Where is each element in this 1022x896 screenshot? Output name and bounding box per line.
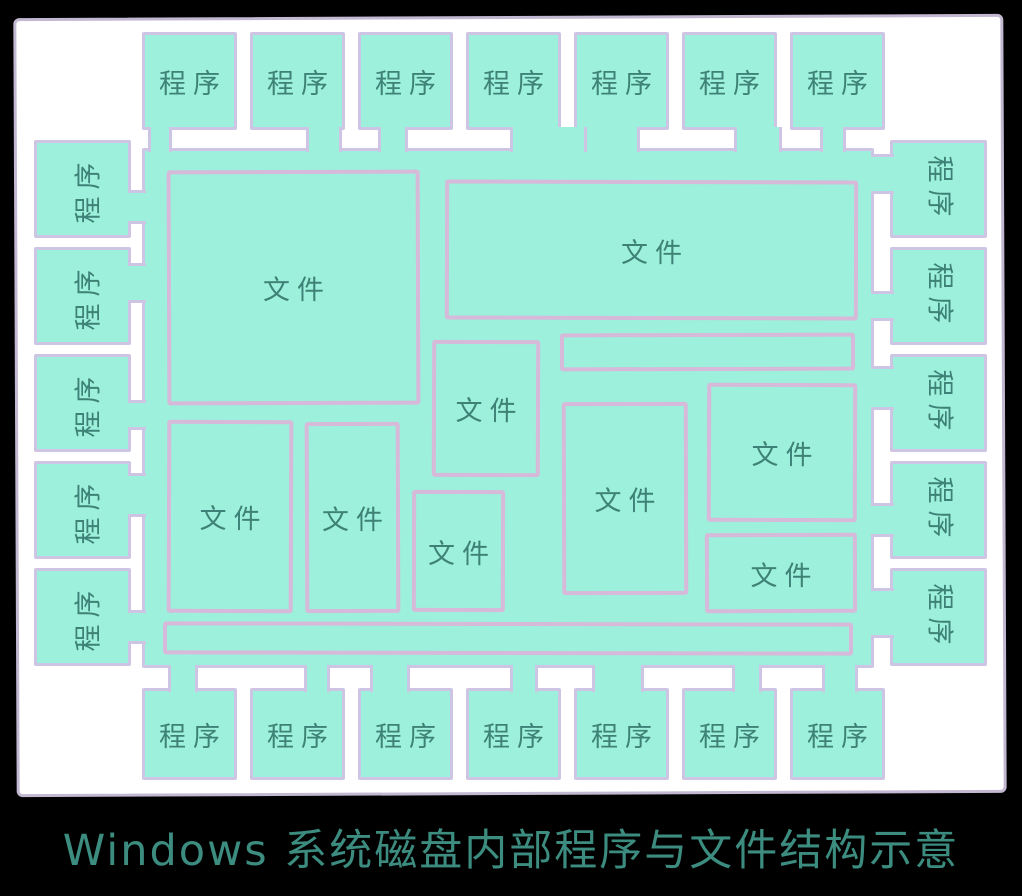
program-box: 程序 [142,688,237,780]
connector-tab [306,127,342,152]
connector-tab [871,291,894,321]
program-box: 程序 [890,140,987,238]
program-box-label: 程序 [73,155,105,223]
connector-tab [871,366,894,410]
file-box-label: 文件 [751,439,820,472]
program-box-label: 程序 [73,583,105,651]
program-box-label: 程序 [375,68,443,100]
program-box: 程序 [34,354,131,452]
program-box: 程序 [574,32,669,130]
file-box: 文件 [304,421,401,614]
program-box: 程序 [358,688,453,780]
program-box-label: 程序 [923,583,955,651]
connector-tab [871,154,894,194]
connector-tab [370,665,410,692]
file-box: 文件 [706,382,858,523]
program-box: 程序 [250,32,345,130]
file-box-label: 文件 [750,560,819,592]
program-box: 程序 [34,247,131,345]
file-box: 文件 [166,419,294,614]
connector-tab [820,127,846,152]
program-box: 程序 [890,461,987,559]
connector-tab [584,127,640,152]
program-box: 程序 [34,461,131,559]
program-box-label: 程序 [159,721,227,753]
connector-tab [732,665,762,692]
program-box: 程序 [682,688,777,780]
connector-tab [304,665,330,692]
file-box: 文件 [444,179,859,321]
file-box: 文件 [166,169,421,406]
connector-tab [128,190,146,224]
program-box-label: 程序 [73,262,105,330]
connector-tab [128,473,146,517]
file-box-label: 文件 [321,504,391,537]
connector-tab [510,665,538,692]
program-box: 程序 [790,32,885,130]
program-box: 程序 [142,32,237,130]
program-box-label: 程序 [267,721,335,753]
program-box-label: 程序 [591,721,659,753]
connector-tab [148,127,172,152]
file-box-empty [162,621,854,656]
connector-tab [128,610,146,644]
program-box: 程序 [574,688,669,780]
file-box-label: 文件 [199,503,268,536]
file-box-label: 文件 [455,395,524,428]
program-box: 程序 [890,247,987,345]
connector-tab [871,503,894,537]
program-box-label: 程序 [699,721,767,753]
program-box: 程序 [34,140,131,238]
file-box-label: 文件 [262,274,332,307]
connector-tab [510,127,588,152]
program-box-label: 程序 [483,721,551,753]
program-box-label: 程序 [923,369,955,437]
program-box: 程序 [358,32,453,130]
connector-tab [871,588,894,638]
connector-tab [168,665,198,692]
connector-tab [592,665,644,692]
file-box-empty [559,332,856,372]
program-box-label: 程序 [807,721,875,753]
file-box: 文件 [561,401,689,596]
connector-tab [128,263,146,303]
program-box-label: 程序 [73,369,105,437]
program-box: 程序 [34,568,131,666]
program-box: 程序 [466,688,561,780]
connector-tab [378,127,408,152]
program-box: 程序 [890,354,987,452]
connector-tab [128,400,146,430]
program-box: 程序 [890,568,987,666]
connector-tab [822,665,858,692]
program-box: 程序 [682,32,777,130]
file-box: 文件 [431,339,541,478]
program-box-label: 程序 [591,68,659,100]
file-box-label: 文件 [427,538,497,570]
file-box-label: 文件 [620,237,690,269]
program-box: 程序 [250,688,345,780]
program-box-label: 程序 [807,68,875,100]
program-box-label: 程序 [267,68,335,100]
program-box-label: 程序 [73,476,105,544]
program-box-label: 程序 [159,68,227,100]
diagram-caption: Windows 系统磁盘内部程序与文件结构示意 [62,826,960,876]
file-box: 文件 [411,489,506,613]
program-box-label: 程序 [923,476,955,544]
connector-tab [734,127,782,152]
program-box: 程序 [466,32,561,130]
program-box-label: 程序 [699,68,767,100]
program-box-label: 程序 [923,155,955,223]
program-box-label: 程序 [375,721,443,753]
file-box: 文件 [704,532,858,614]
file-box-label: 文件 [594,485,663,518]
program-box-label: 程序 [923,262,955,330]
program-box: 程序 [790,688,885,780]
program-box-label: 程序 [483,68,551,100]
